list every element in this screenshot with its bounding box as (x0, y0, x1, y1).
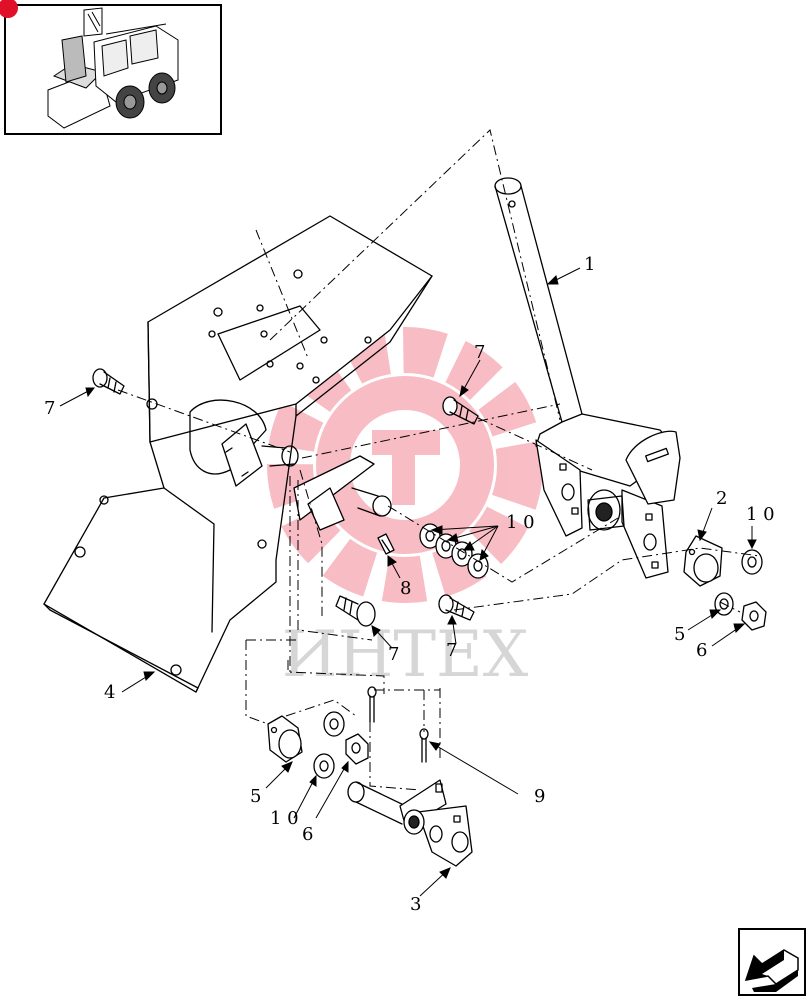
callout-7-upper: 7 (474, 342, 485, 363)
callout-3: 3 (410, 894, 421, 915)
callout-2: 2 (716, 488, 727, 509)
callout-6-right: 6 (696, 640, 707, 661)
previous-page-button[interactable] (738, 928, 806, 996)
callout-8: 8 (400, 578, 411, 599)
part-6-nut-right[interactable] (741, 601, 767, 631)
part-10-washer-lower-b[interactable] (313, 753, 335, 779)
skid-steer-loader-icon (47, 7, 179, 129)
watermark-text: ИНТЕХ (282, 618, 529, 692)
part-7-bolt-left[interactable] (92, 368, 125, 395)
part-10-washer-right[interactable] (741, 549, 763, 575)
callout-leaders (59, 267, 757, 897)
callout-5-right: 5 (674, 624, 685, 645)
part-6-nut-lower[interactable] (345, 733, 369, 765)
part-9-cotter-pin-left[interactable] (367, 686, 377, 723)
part-7-carriage-bolt[interactable] (335, 595, 376, 627)
callout-7-carriage: 7 (388, 644, 399, 665)
part-9-cotter-pin-right[interactable] (419, 728, 429, 763)
callout-7-left: 7 (44, 398, 55, 419)
callout-1: 1 (584, 254, 595, 275)
callout-7-lower: 7 (446, 640, 457, 661)
part-7-bolt-upper[interactable] (442, 396, 479, 425)
callout-6-lower: 6 (302, 824, 313, 845)
corner-marker (0, 0, 18, 18)
part-1-control-lever[interactable] (494, 177, 681, 579)
part-5-bushing-lower[interactable] (267, 715, 303, 763)
callout-4: 4 (104, 682, 115, 703)
part-10-washer-lower-a[interactable] (323, 711, 345, 737)
callout-9: 9 (534, 786, 545, 807)
part-8-roll-pin[interactable] (377, 533, 395, 555)
callout-10-lower: 1 0 (270, 808, 299, 829)
previous-page-arrow-icon (744, 949, 799, 992)
callout-5-lower: 5 (250, 786, 261, 807)
assembly-centerlines (117, 129, 761, 791)
part-7-bolt-lower[interactable] (438, 594, 475, 621)
part-2-flange-bushing[interactable] (683, 535, 723, 587)
part-3-pin-bracket[interactable] (347, 779, 473, 867)
machine-thumbnail[interactable] (0, 0, 222, 135)
callout-10-stack: 1 0 (506, 512, 535, 533)
watermark-logo (267, 327, 543, 603)
callout-10-right: 1 0 (746, 504, 775, 525)
